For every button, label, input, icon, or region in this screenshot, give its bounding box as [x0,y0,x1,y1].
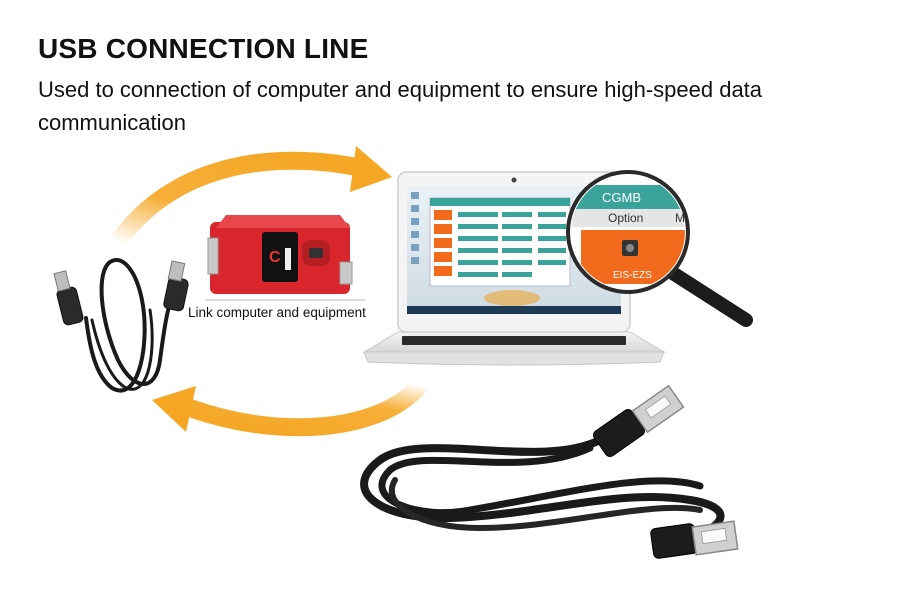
page-title: USB CONNECTION LINE [38,33,369,64]
magnifier-icon [566,170,753,327]
device-icon: C [205,215,365,301]
device-caption: Link computer and equipment [188,305,366,320]
large-usb-cable-icon [360,384,739,559]
magnifier-app-name: CGMB [602,190,641,205]
magnifier-menu-cut: M [675,211,685,225]
arrow-to-laptop-icon [110,146,392,248]
svg-text:C: C [269,249,281,266]
magnifier-menu-option: Option [608,211,643,225]
arrow-to-cable-icon [152,378,427,437]
magnifier-tile-label: EIS-EZS [613,270,652,281]
usb-cable-icon [53,258,189,393]
page-subtitle: Used to connection of computer and equip… [38,77,763,135]
